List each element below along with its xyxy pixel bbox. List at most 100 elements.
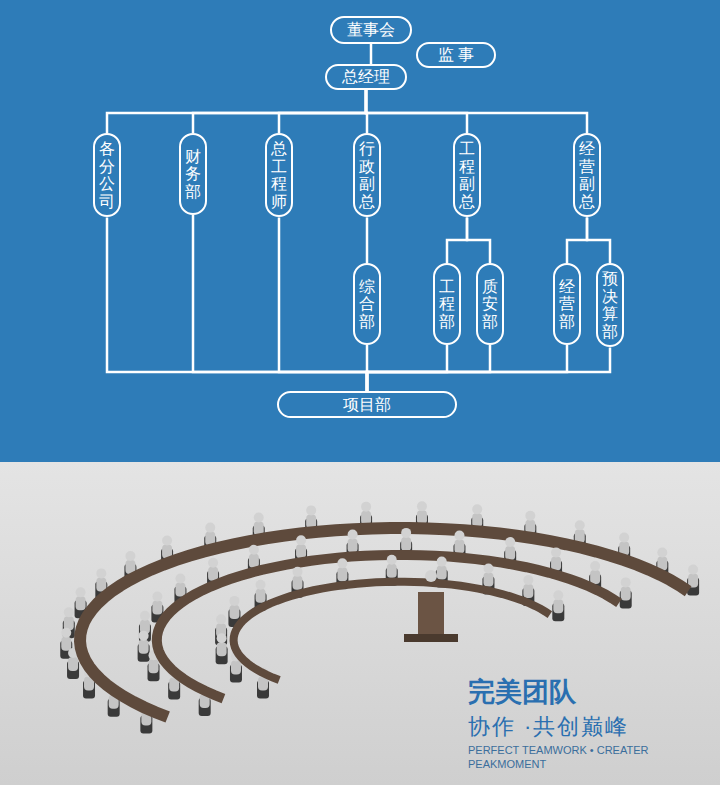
person-head	[216, 614, 226, 624]
person-head	[483, 564, 493, 574]
person-head	[505, 537, 515, 547]
person-body	[454, 539, 464, 553]
person-head	[417, 501, 427, 511]
box-label: 总经理	[342, 68, 390, 86]
box-label: 财务部	[185, 148, 201, 201]
slogan-text: 完美团队	[468, 676, 708, 710]
box-label: 工程部	[439, 278, 455, 331]
person-body	[293, 576, 303, 590]
person-body	[76, 596, 86, 610]
person-head	[229, 596, 239, 606]
box-label: 经营副总	[579, 140, 595, 210]
box-label: 质安部	[482, 278, 498, 331]
person-head	[401, 528, 411, 538]
org-connector	[193, 90, 366, 133]
person-head	[525, 511, 535, 521]
org-box: 总经理	[325, 64, 407, 90]
org-connector	[366, 90, 467, 133]
org-connector	[370, 44, 373, 64]
person-body	[337, 567, 347, 581]
person-body	[401, 537, 411, 551]
person-head	[256, 580, 266, 590]
person-body	[551, 556, 561, 570]
person-body	[249, 554, 259, 568]
person-head	[590, 561, 600, 571]
person-head	[152, 591, 162, 601]
person-body	[437, 566, 447, 580]
org-connector	[367, 347, 610, 391]
person-body	[229, 605, 239, 619]
person-body	[175, 582, 185, 596]
person-head	[454, 530, 464, 540]
person-body	[68, 657, 78, 671]
org-box: 项目部	[277, 391, 457, 418]
person-body	[505, 546, 515, 560]
box-label: 董事会	[347, 21, 395, 39]
person-body	[621, 586, 631, 600]
person-head	[205, 523, 215, 533]
person-body	[483, 573, 493, 587]
person-head	[361, 502, 371, 512]
person-head	[296, 535, 306, 545]
person-head	[657, 547, 667, 557]
person-head	[348, 530, 358, 540]
org-connector	[467, 217, 490, 263]
person-head	[254, 512, 264, 522]
person-head	[139, 631, 149, 641]
vertical-box: 行政副总	[353, 133, 381, 217]
person-body	[208, 567, 218, 581]
slogan-text: 协作 ·共创巅峰	[468, 713, 708, 741]
slogan-text: PERFECT TEAMWORK • CREATER PEAKMOMENT	[468, 744, 660, 772]
person-head	[437, 557, 447, 567]
person-body	[387, 564, 397, 578]
org-connector	[366, 217, 369, 263]
table-arc	[157, 555, 619, 699]
org-connector	[193, 215, 367, 391]
vertical-box: 综合部	[353, 263, 381, 345]
person-body	[417, 510, 427, 524]
org-connector	[279, 90, 366, 133]
person-body	[296, 544, 306, 558]
vertical-box: 经营部	[553, 263, 581, 345]
table-arc	[234, 582, 550, 680]
meeting-illustration	[60, 501, 699, 733]
org-connector	[107, 217, 367, 391]
person-body	[590, 570, 600, 584]
org-connector	[107, 90, 366, 133]
person-body	[231, 660, 241, 674]
person-body	[348, 539, 358, 553]
org-connector	[366, 90, 367, 133]
vertical-box: 工程部	[433, 263, 461, 345]
vertical-box: 总工程师	[265, 133, 293, 217]
person-body	[139, 640, 149, 654]
person-head	[208, 558, 218, 568]
box-label: 综合部	[359, 278, 375, 331]
person-head	[337, 558, 347, 568]
vertical-box: 各分公司	[93, 133, 121, 217]
person-head	[621, 577, 631, 587]
person-head	[387, 555, 397, 565]
person-head	[293, 567, 303, 577]
person-head	[140, 611, 150, 621]
person-head	[306, 505, 316, 515]
person-head	[575, 520, 585, 530]
person-body	[152, 600, 162, 614]
org-connector	[366, 90, 587, 133]
box-label: 总工程师	[271, 140, 287, 210]
speaker-head	[425, 570, 437, 582]
vertical-box: 工程副总	[453, 133, 481, 217]
box-label: 经营部	[559, 278, 575, 331]
org-connector	[587, 217, 610, 263]
box-label: 项目部	[343, 396, 391, 414]
podium-base	[404, 634, 458, 642]
vertical-box: 经营副总	[573, 133, 601, 217]
person-body	[523, 584, 533, 598]
person-body	[61, 637, 71, 651]
org-connector	[567, 217, 587, 263]
person-head	[472, 504, 482, 514]
person-head	[688, 565, 698, 575]
org-connector	[367, 345, 447, 391]
person-head	[217, 633, 227, 643]
box-label: 各分公司	[99, 140, 115, 210]
